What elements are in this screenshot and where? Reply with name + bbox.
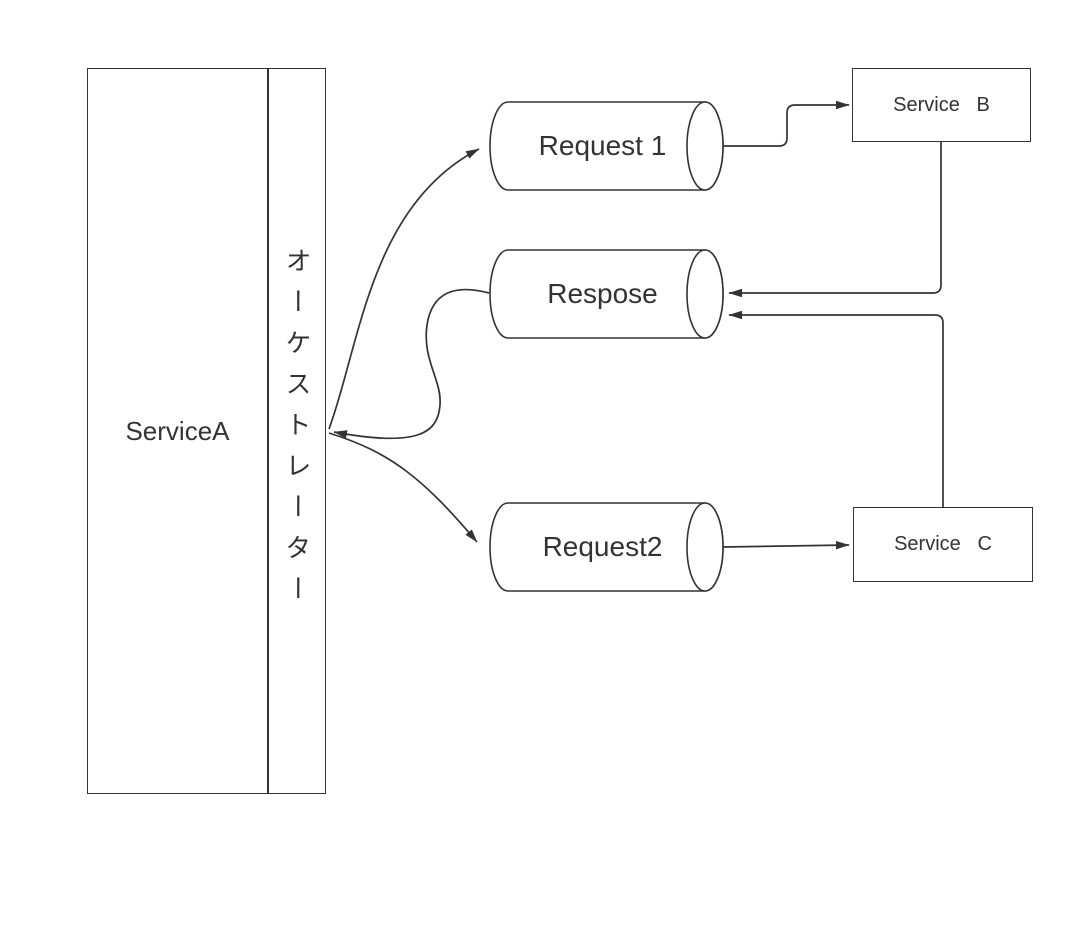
connector-orchestrator-to-request1 — [328, 148, 480, 430]
queue-request1-shape — [489, 101, 724, 191]
connector-request1-to-service-b — [723, 100, 850, 147]
service-b-label: Service B — [893, 93, 990, 116]
service-b-node: Service B — [852, 68, 1031, 142]
orchestrator-node: オーケストレーター — [267, 68, 326, 794]
connector-orchestrator-to-request2 — [328, 432, 478, 543]
orchestrator-label: オーケストレーター — [282, 246, 312, 616]
service-c-node: Service C — [853, 507, 1033, 582]
service-c-label: Service C — [894, 533, 992, 555]
service-a-label: ServiceA — [125, 415, 230, 446]
queue-respose-shape — [489, 249, 724, 339]
connector-service-c-to-respose — [728, 310, 944, 507]
connector-request2-to-service-c — [722, 541, 850, 550]
connector-service-b-to-respose — [728, 142, 942, 298]
connector-respose-to-orchestrator — [333, 288, 490, 440]
service-a-node: ServiceA — [87, 68, 267, 794]
queue-request2-shape — [489, 502, 724, 592]
